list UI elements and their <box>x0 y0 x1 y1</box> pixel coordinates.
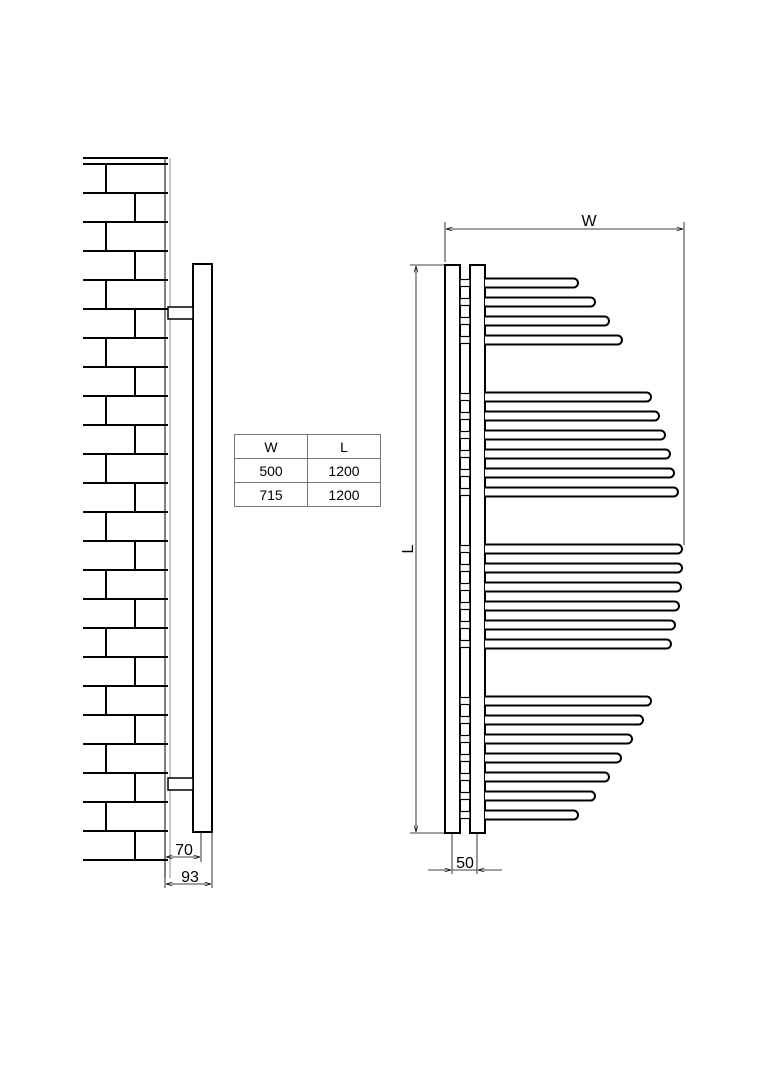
horizontal-tube <box>485 391 652 403</box>
tube-connector <box>459 753 471 763</box>
horizontal-tube <box>485 638 672 650</box>
horizontal-tube <box>485 486 679 498</box>
spec-cell-l: 1200 <box>307 482 381 507</box>
horizontal-tube <box>485 543 683 555</box>
horizontal-tube <box>485 429 666 441</box>
tube-connector <box>459 468 471 478</box>
tube-connector <box>459 639 471 649</box>
horizontal-tube <box>485 410 660 422</box>
tube-connector <box>459 791 471 801</box>
tube-connector <box>459 316 471 326</box>
horizontal-tube <box>485 562 683 574</box>
dim-label-l: L <box>400 544 417 553</box>
dim-label-70: 70 <box>175 842 193 859</box>
tube-connector <box>459 601 471 611</box>
tube-connector <box>459 582 471 592</box>
horizontal-tube <box>485 467 675 479</box>
spec-cell-w: 500 <box>234 458 308 483</box>
spec-table-row: 500 1200 <box>234 458 381 483</box>
left-vertical-collector <box>444 264 461 834</box>
horizontal-tube <box>485 790 596 802</box>
brick-wall <box>83 157 168 861</box>
horizontal-tube <box>485 733 633 745</box>
horizontal-tube <box>485 296 596 308</box>
horizontal-tube <box>485 334 623 346</box>
dim-label-50: 50 <box>456 855 474 872</box>
tube-connector <box>459 297 471 307</box>
tube-connector <box>459 620 471 630</box>
bottom-wall-bracket <box>167 777 194 791</box>
tube-connector <box>459 392 471 402</box>
tube-connector <box>459 487 471 497</box>
tube-connector <box>459 430 471 440</box>
spec-table-row: 715 1200 <box>234 482 381 507</box>
tube-connector <box>459 696 471 706</box>
horizontal-tube <box>485 581 682 593</box>
horizontal-tube <box>485 752 622 764</box>
horizontal-tube <box>485 619 676 631</box>
spec-cell-w: 715 <box>234 482 308 507</box>
tube-connector <box>459 411 471 421</box>
dim-label-93: 93 <box>181 869 199 886</box>
tube-connector <box>459 810 471 820</box>
size-spec-table: W L 500 1200 715 1200 <box>234 434 381 507</box>
tube-connector <box>459 563 471 573</box>
spec-cell-l: 1200 <box>307 458 381 483</box>
spec-header-w: W <box>234 434 308 459</box>
tube-connector <box>459 734 471 744</box>
spec-header-l: L <box>307 434 381 459</box>
tube-connector <box>459 772 471 782</box>
horizontal-tube <box>485 277 579 289</box>
horizontal-tube <box>485 315 610 327</box>
horizontal-tube <box>485 771 610 783</box>
horizontal-tubes <box>485 277 683 821</box>
dim-label-w: W <box>581 213 597 230</box>
horizontal-tube <box>485 600 680 612</box>
radiator-side-profile <box>192 263 213 833</box>
tube-connector <box>459 278 471 288</box>
horizontal-tube <box>485 714 644 726</box>
tube-connector <box>459 544 471 554</box>
tube-connector <box>459 335 471 345</box>
tube-connector <box>459 715 471 725</box>
tube-connectors <box>459 278 471 820</box>
top-wall-bracket <box>167 306 194 320</box>
horizontal-tube <box>485 695 652 707</box>
spec-table-header-row: W L <box>234 434 381 459</box>
horizontal-tube <box>485 448 671 460</box>
tube-connector <box>459 449 471 459</box>
horizontal-tube <box>485 809 579 821</box>
right-vertical-collector <box>469 264 486 834</box>
